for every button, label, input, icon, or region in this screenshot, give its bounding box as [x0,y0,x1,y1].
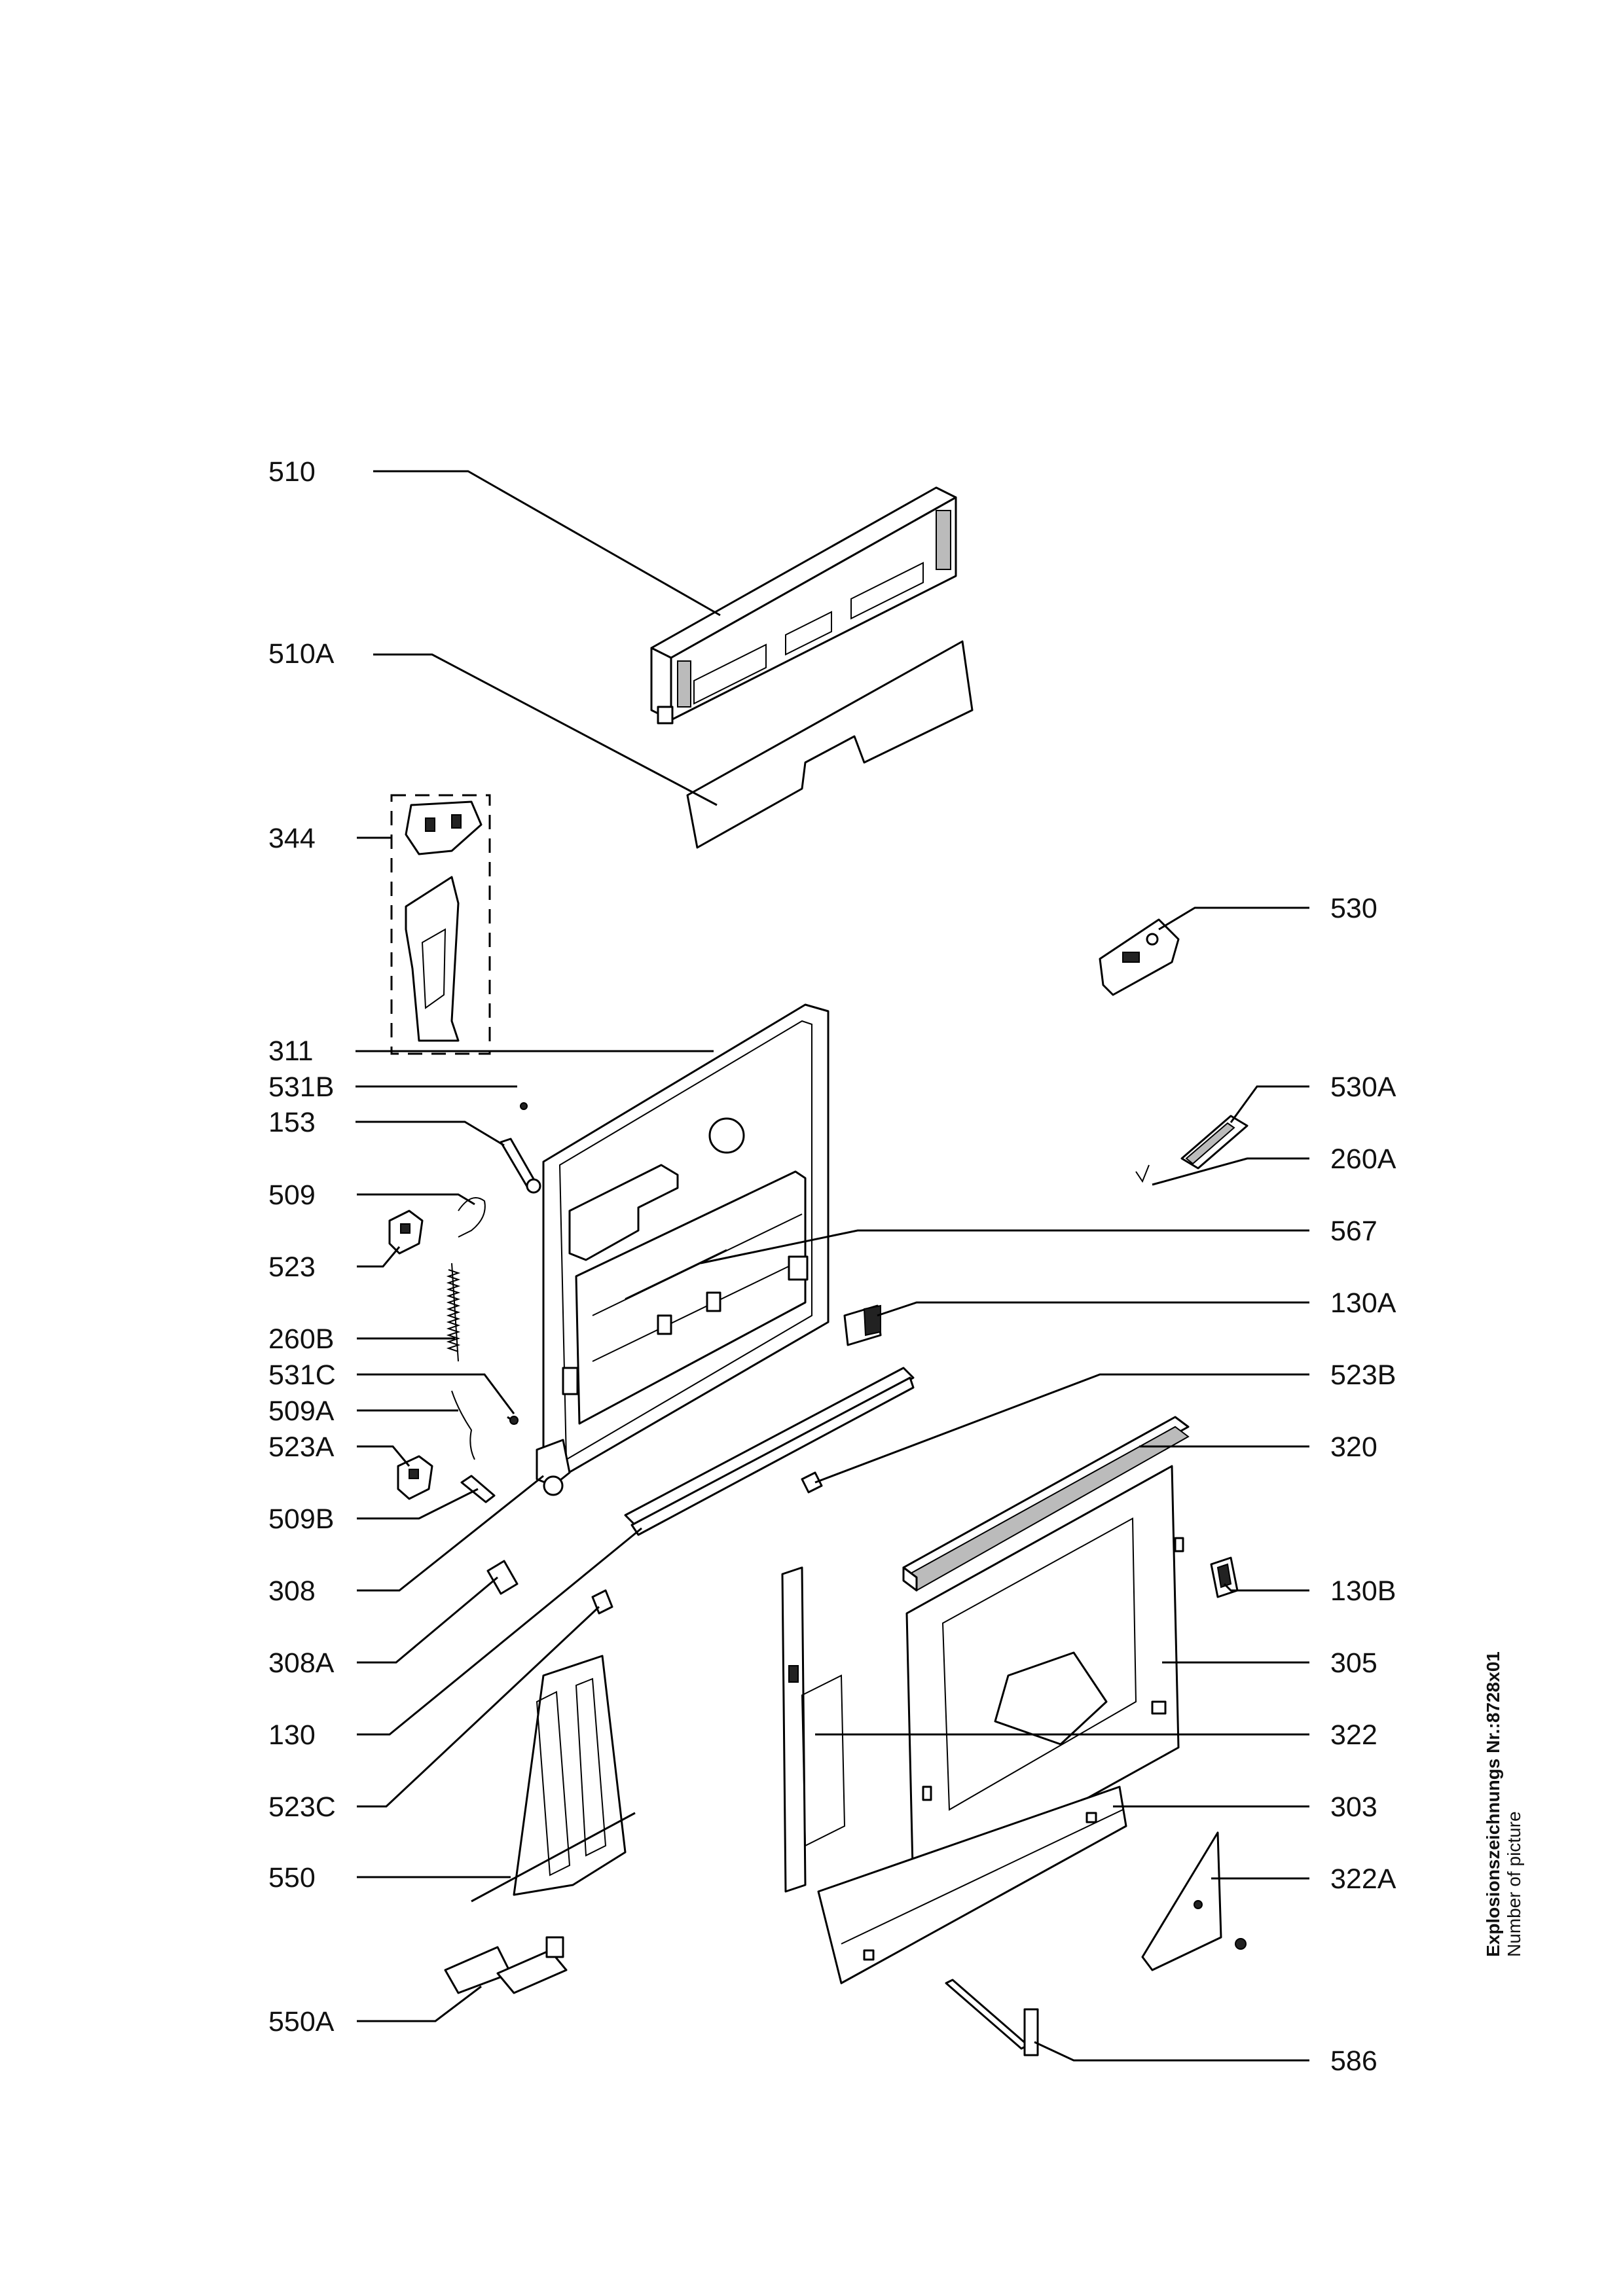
leader-523C [357,1605,600,1808]
leader-308A [357,1576,498,1664]
leader-153 [356,1121,505,1147]
part-311-inner-door [536,1003,830,1496]
callout-322A: 322A [1330,1863,1396,1895]
callout-531C: 531C [268,1359,336,1391]
part-523B-clip [801,1471,823,1494]
part-586-guide-bar [945,1979,1039,2056]
callout-260B: 260B [268,1323,334,1355]
leader-523 [357,1246,401,1268]
callout-130B: 130B [1330,1575,1396,1607]
part-305-outer-door [905,1465,1184,1896]
part-320-strip [902,1416,1190,1592]
callout-305: 305 [1330,1647,1377,1679]
part-567-gasket [625,1249,727,1300]
callout-531B: 531B [268,1071,334,1103]
callout-523A: 523A [268,1431,335,1463]
leader-550A [357,1985,482,2022]
callout-586: 586 [1330,2045,1377,2077]
leader-260A [1152,1157,1309,1186]
leader-510 [373,470,721,617]
callout-509A: 509A [268,1395,335,1427]
part-510A-fascia-plate [686,640,974,849]
part-130A-buffer [843,1304,882,1346]
part-550A-bracket [444,1936,568,1994]
leader-530 [1158,906,1309,931]
callout-130: 130 [268,1719,316,1751]
part-322-strip [781,1566,846,1893]
part-531B-screw [520,1102,528,1110]
callout-320: 320 [1330,1431,1377,1463]
callout-130A: 130A [1330,1287,1396,1319]
callout-567: 567 [1330,1215,1377,1247]
leader-523A [357,1445,410,1467]
callout-303: 303 [1330,1791,1377,1823]
part-510-control-panel [650,486,957,725]
callout-344: 344 [268,823,316,854]
part-531C-screw [507,1416,519,1425]
leader-530A [1230,1085,1309,1123]
callout-509B: 509B [268,1503,334,1535]
leader-586 [1034,2041,1309,2062]
part-509A-wire [451,1390,475,1460]
callout-153: 153 [268,1107,316,1138]
picture-number-de: Explosionszeichnungs Nr.:8728x01 [1483,1651,1503,1957]
part-530A-latch [1180,1115,1249,1170]
callout-labels: 510 510A 344 530 311 531B 153 530A 260A … [268,456,1396,2077]
leader-308 [357,1475,544,1592]
part-260A-clip [1135,1164,1150,1183]
part-523-pulley [388,1210,424,1255]
part-523A-pulley [397,1455,433,1500]
leader-509B [357,1488,479,1520]
callout-510A: 510A [268,638,335,670]
leader-510A [373,653,718,806]
callout-510: 510 [268,456,316,488]
callout-523B: 523B [1330,1359,1396,1391]
callout-260A: 260A [1330,1143,1396,1175]
part-322A-plate [1141,1831,1247,1971]
picture-number-en: Number of picture [1504,1811,1524,1957]
part-130B-buffer [1210,1556,1239,1598]
callout-550: 550 [268,1862,316,1893]
callout-530A: 530A [1330,1071,1396,1103]
picture-number-note: Explosionszeichnungs Nr.:8728x01 Number … [1483,1651,1524,1957]
part-303-kickplate [817,1785,1127,1984]
callout-523C: 523C [268,1791,336,1823]
leader-lines [356,470,1309,2062]
leader-130 [357,1527,642,1736]
callout-308: 308 [268,1575,316,1607]
callout-530: 530 [1330,893,1377,924]
callout-308A: 308A [268,1647,335,1679]
callout-523: 523 [268,1251,316,1283]
leader-130B [1223,1583,1309,1592]
part-308A-plate [486,1560,519,1595]
callout-322: 322 [1330,1719,1377,1751]
callout-311: 311 [268,1035,314,1067]
part-260B-spring [446,1263,461,1362]
callout-509: 509 [268,1179,316,1211]
leader-531C [357,1373,515,1414]
leader-130A [877,1301,1309,1317]
part-509-rope [458,1197,486,1238]
leader-567 [700,1229,1309,1265]
leader-509 [357,1193,475,1206]
part-550-frame [471,1655,636,1903]
callout-550A: 550A [268,2006,335,2037]
part-530-bracket [1099,918,1180,996]
part-344-door-lock-kit [390,794,491,1055]
part-153-hook [500,1138,541,1194]
leader-523B [814,1373,1309,1484]
